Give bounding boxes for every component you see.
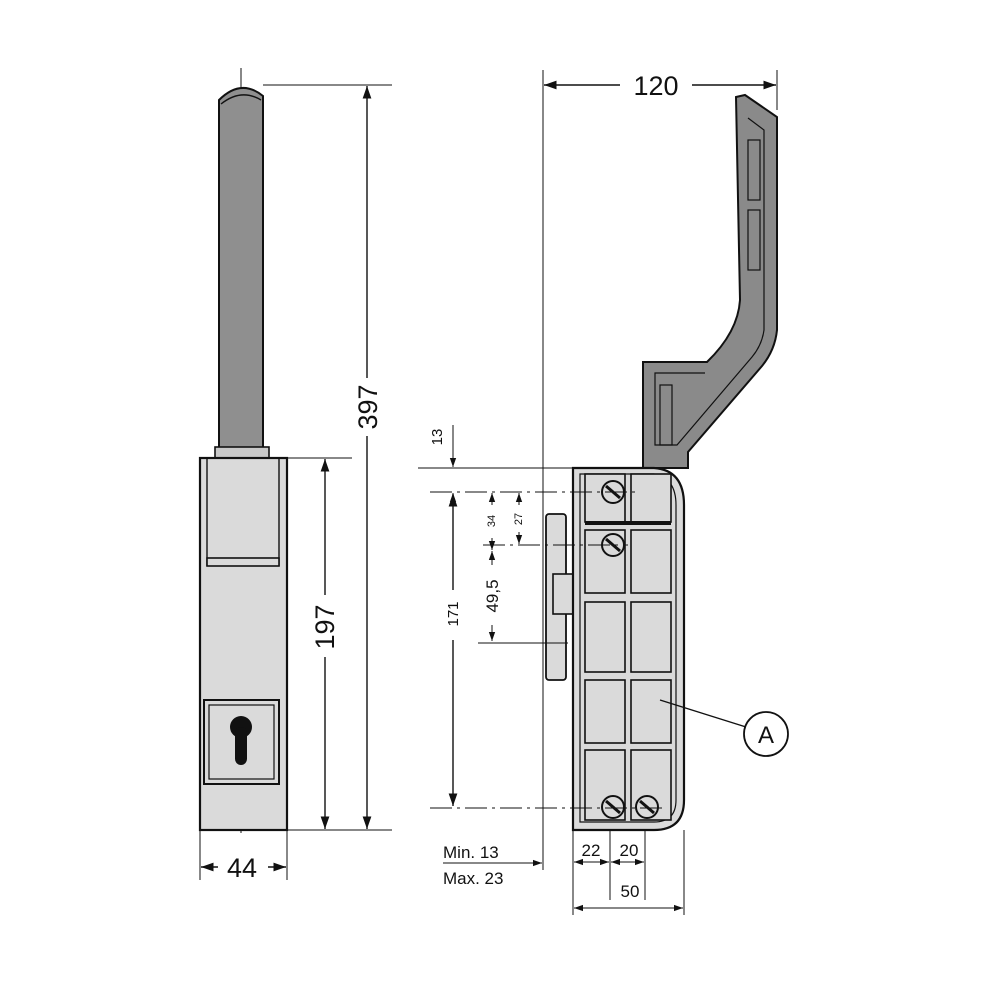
dim-34-label: 34: [486, 515, 498, 527]
lock-housing: [571, 466, 686, 832]
dim-120-label: 120: [633, 71, 678, 101]
callout-a: A: [659, 699, 789, 757]
dim-50-label: 50: [621, 882, 640, 901]
dimension-bottom-a: 22: [574, 841, 609, 866]
dimension-wall-thickness: Min. 13 Max. 23: [443, 843, 542, 888]
callout-a-label: A: [758, 722, 774, 749]
dimension-screw-pitch-b: 27: [513, 493, 525, 544]
dimension-handle-reach: 120: [544, 71, 776, 101]
dim-20-label: 20: [620, 841, 639, 860]
lever-handle: [642, 93, 778, 469]
key-cylinder: [203, 699, 280, 785]
dim-397-label: 397: [353, 384, 383, 429]
dim-197-label: 197: [310, 604, 340, 649]
dimension-total-height: 397: [353, 86, 383, 829]
dim-22-label: 22: [582, 841, 601, 860]
striker-plate: [545, 513, 576, 681]
dimension-bottom-width: 50: [574, 882, 683, 912]
dim-13-label: 13: [429, 429, 446, 446]
screw-icon: [635, 795, 659, 819]
keyhole-icon: [230, 716, 252, 765]
wall-min-label: Min. 13: [443, 843, 499, 862]
dimension-body-width: 44: [201, 853, 286, 883]
dimension-center-offset: 49,5: [483, 551, 502, 641]
screw-icon: [601, 795, 625, 819]
dim-171-label: 171: [445, 601, 462, 626]
side-view: 120: [418, 70, 789, 915]
dimension-body-height: 197: [310, 459, 340, 829]
dim-49-5-label: 49,5: [483, 579, 502, 612]
dim-44-label: 44: [227, 853, 257, 883]
dim-27-label: 27: [513, 513, 525, 525]
dimension-hole-spacing: 171: [445, 494, 462, 806]
front-view: 397 197 44: [198, 68, 392, 883]
wall-max-label: Max. 23: [443, 869, 503, 888]
lock-rod: [214, 87, 270, 459]
dimension-bottom-b: 20: [611, 841, 644, 866]
dimension-screw-pitch-a: 34: [486, 493, 498, 550]
